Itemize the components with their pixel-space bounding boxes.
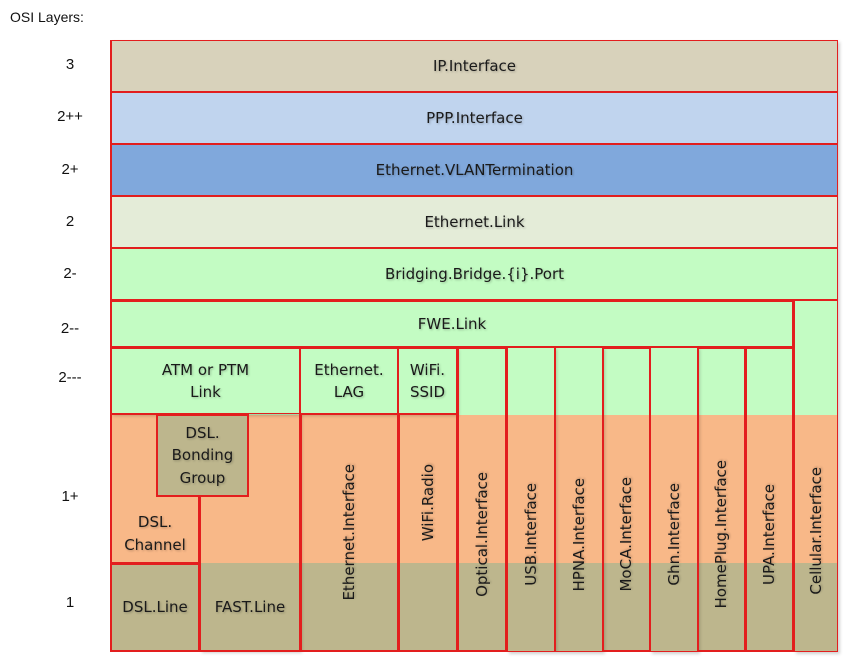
- level-label-2pp: 2++: [57, 108, 83, 125]
- optical-interface: Optical.Interface: [457, 347, 507, 652]
- level-label-3: 3: [65, 56, 75, 73]
- fwe-link-label: FWE.Link: [417, 314, 487, 333]
- vlan-termination-layer: Ethernet.VLANTermination: [111, 144, 838, 196]
- dsl-channel-label-line2: Channel: [124, 535, 186, 554]
- ghn-interface-label: Ghn.Interface: [664, 483, 683, 586]
- optical-interface-label: Optical.Interface: [472, 472, 491, 597]
- fast-column: [200, 413, 300, 651]
- cellular-interface: Cellular.Interface: [794, 300, 838, 652]
- ip-interface-layer: IP.Interface: [111, 40, 838, 92]
- bridge-port-layer: Bridging.Bridge.{i}.Port: [111, 248, 838, 300]
- wifi-ssid-label-line2: SSID: [409, 383, 446, 401]
- ppp-interface-label: PPP.Interface: [426, 108, 523, 127]
- khaki-band: [111, 563, 838, 651]
- ethernet-lag-label-line1: Ethernet.: [314, 360, 384, 379]
- level-label-2mm: 2--: [60, 320, 80, 337]
- ethernet-lag-label-line2: LAG: [333, 383, 365, 401]
- upa-interface: UPA.Interface: [745, 347, 794, 652]
- usb-interface-label: USB.Interface: [521, 483, 540, 586]
- fwe-link-layer: FWE.Link: [110, 300, 794, 348]
- ethernet-interface-label: Ethernet.Interface: [340, 464, 359, 601]
- homeplug-interface-label: HomePlug.Interface: [712, 460, 731, 609]
- level-label-1p: 1+: [61, 488, 79, 505]
- moca-interface: MoCA.Interface: [602, 347, 651, 652]
- wifi-radio-label: WiFi.Radio: [418, 463, 437, 542]
- homeplug-interface: HomePlug.Interface: [697, 347, 746, 652]
- dsl-line: DSL.Line: [110, 563, 200, 652]
- moca-interface-label: MoCA.Interface: [617, 477, 636, 592]
- fast-line: FAST.Line: [200, 563, 300, 651]
- wifi-radio: WiFi.Radio: [398, 413, 458, 652]
- level-label-2: 2: [65, 213, 75, 230]
- diagram-title: OSI Layers:: [10, 9, 84, 25]
- dsl-channel-label-line1: DSL.: [137, 513, 173, 531]
- ethernet-link-layer: Ethernet.Link: [111, 196, 838, 248]
- level-label-1: 1: [65, 594, 75, 611]
- ghn-interface: Ghn.Interface: [650, 347, 698, 652]
- ethernet-lag: Ethernet. LAG: [300, 348, 398, 414]
- dsl-bonding-label-line3: Group: [179, 468, 226, 487]
- level-label-2mmm: 2---: [58, 369, 82, 386]
- level-label-2m: 2-: [63, 265, 77, 282]
- wifi-ssid: WiFi. SSID: [398, 348, 457, 414]
- hpna-interface: HPNA.Interface: [555, 347, 603, 652]
- usb-interface: USB.Interface: [507, 347, 555, 652]
- atm-ptm-label-line1: ATM or PTM: [161, 360, 250, 379]
- ppp-interface-layer: PPP.Interface: [111, 92, 838, 144]
- ethernet-link-label: Ethernet.Link: [424, 212, 525, 231]
- dsl-line-label: DSL.Line: [122, 598, 188, 617]
- upa-interface-label: UPA.Interface: [760, 484, 779, 585]
- atm-ptm-label-line2: Link: [190, 383, 221, 401]
- fast-line-label: FAST.Line: [214, 597, 286, 616]
- dsl-bonding-label-line1: DSL.: [185, 423, 220, 442]
- wifi-ssid-label-line1: WiFi.: [409, 360, 446, 379]
- dsl-bonding-label-line2: Bonding: [171, 446, 234, 465]
- level-label-2p: 2+: [61, 161, 79, 178]
- bridge-port-label: Bridging.Bridge.{i}.Port: [384, 264, 565, 283]
- ethernet-interface: Ethernet.Interface: [300, 413, 399, 652]
- ip-interface-label: IP.Interface: [432, 56, 517, 75]
- hpna-interface-label: HPNA.Interface: [569, 477, 588, 592]
- cellular-interface-label: Cellular.Interface: [806, 467, 825, 595]
- atm-ptm-link: ATM or PTM Link: [111, 348, 300, 414]
- vlan-termination-label: Ethernet.VLANTermination: [375, 160, 574, 179]
